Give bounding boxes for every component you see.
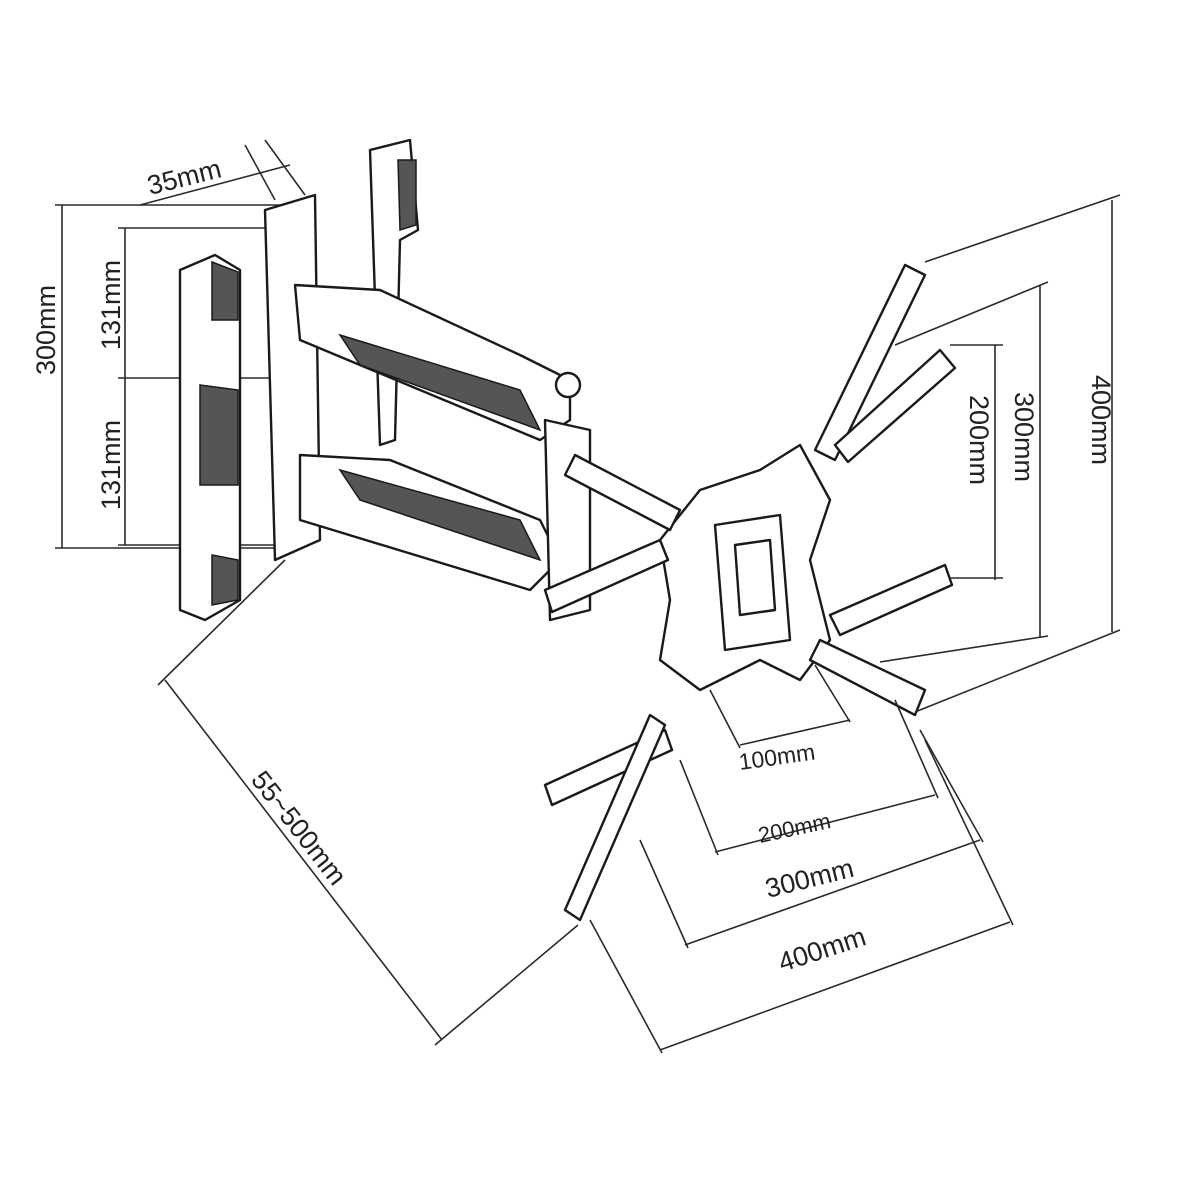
vesa-400-horizontal-label: 400mm [775,921,870,977]
vesa-200-horizontal-label: 200mm [756,808,833,848]
lower-hole-spacing-label: 131mm [96,420,126,510]
wall-plate-height-label: 300mm [31,285,61,375]
vesa-100-horizontal-label: 100mm [737,739,817,775]
arm-extension-dimension [157,559,579,1046]
vesa-200-vertical-label: 200mm [964,395,994,485]
upper-hole-spacing-label: 131mm [96,260,126,350]
arm-extension-label: 55~500mm [245,765,352,891]
wall-plate [178,138,420,622]
vesa-300-horizontal-label: 300mm [762,853,857,904]
vesa-horizontal-dimensions [589,664,1014,1054]
vesa-bracket [543,263,957,922]
swing-arms [293,283,592,622]
vesa-300-vertical-label: 300mm [1009,392,1039,482]
vesa-400-vertical-label: 400mm [1086,375,1116,465]
vesa-vertical-dimensions [879,194,1121,713]
